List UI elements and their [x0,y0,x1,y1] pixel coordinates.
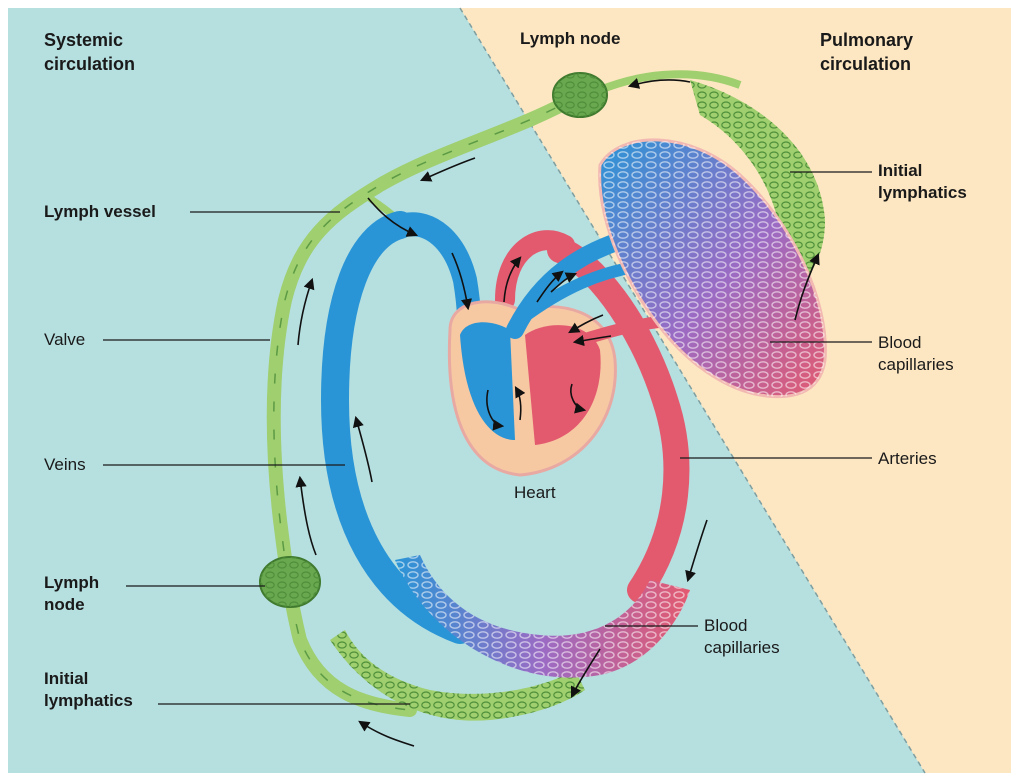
initial-lymphatics-right-line-1: Initial [878,160,967,182]
veins-label: Veins [44,454,86,476]
systemic-title-line-1: Systemic [44,28,135,52]
lymph-node-top-label: Lymph node [520,28,620,50]
blood-capillaries-right-line-2: capillaries [878,354,954,376]
lymph-vessel-label: Lymph vessel [44,201,156,223]
blood-capillaries-bottom-line-1: Blood [704,615,780,637]
lymph-node-left-label: Lymph node [44,572,99,616]
initial-lymphatics-left-line-2: lymphatics [44,690,133,712]
lymph-node-left-line-1: Lymph [44,572,99,594]
pulmonary-title-line-1: Pulmonary [820,28,913,52]
blood-capillaries-right-line-1: Blood [878,332,954,354]
heart-label: Heart [514,482,556,504]
blood-capillaries-bottom-label: Blood capillaries [704,615,780,659]
pulmonary-circulation-title: Pulmonary circulation [820,28,913,76]
initial-lymphatics-left-line-1: Initial [44,668,133,690]
lymph-node-left-line-2: node [44,594,99,616]
initial-lymphatics-right-label: Initial lymphatics [878,160,967,204]
blood-capillaries-bottom-line-2: capillaries [704,637,780,659]
blood-capillaries-right-label: Blood capillaries [878,332,954,376]
pulmonary-title-line-2: circulation [820,52,913,76]
initial-lymphatics-right-line-2: lymphatics [878,182,967,204]
systemic-circulation-title: Systemic circulation [44,28,135,76]
initial-lymphatics-left-label: Initial lymphatics [44,668,133,712]
valve-label: Valve [44,329,85,351]
systemic-title-line-2: circulation [44,52,135,76]
arteries-label: Arteries [878,448,937,470]
